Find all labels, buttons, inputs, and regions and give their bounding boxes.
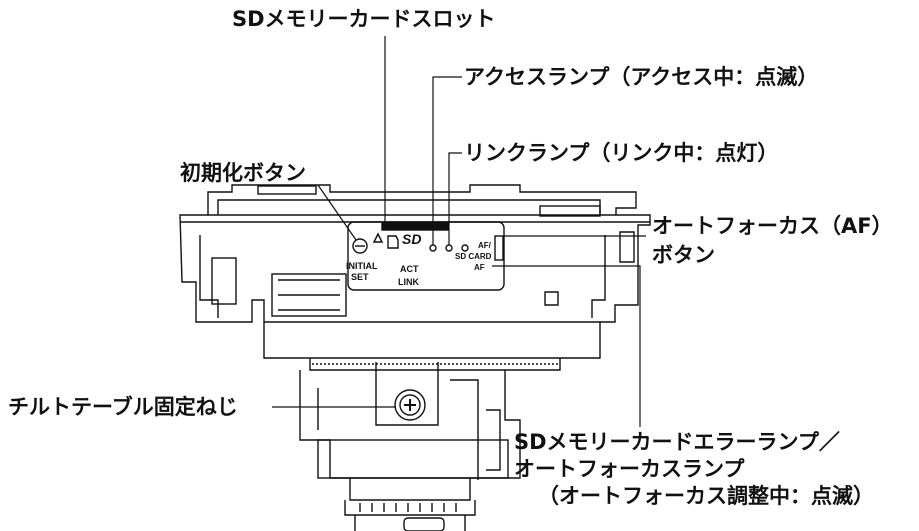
leader-initial-set — [317, 184, 357, 241]
label-sd-error-1: SDメモリーカードエラーランプ／ — [514, 430, 840, 454]
tilt-screw — [394, 389, 426, 421]
leader-sd-error — [492, 265, 641, 427]
af-button — [494, 235, 504, 261]
act-text: ACT — [400, 264, 419, 274]
label-sd-slot: SDメモリーカードスロット — [232, 7, 496, 31]
initial-text: INITIAL — [346, 261, 378, 271]
sd-logo: SD — [402, 231, 421, 247]
sd-card-slot — [381, 222, 449, 231]
sd-error-lamp — [461, 244, 469, 252]
label-sd-error-3: （オートフォーカス調整中：点滅） — [538, 484, 874, 508]
label-sd-error-2: オートフォーカスランプ — [514, 457, 745, 481]
label-initial-set: 初期化ボタン — [180, 161, 306, 185]
af-slash-text: AF/ — [478, 241, 492, 250]
initial-set-button — [352, 238, 368, 254]
mounting-plate — [207, 184, 637, 217]
af-text: AF — [474, 263, 485, 272]
sd-card-text: SD CARD — [455, 252, 492, 261]
lower-body — [263, 322, 601, 531]
leader-link-lamp — [448, 152, 462, 245]
label-link-lamp: リンクランプ（リンク中：点灯） — [464, 141, 779, 165]
label-access-lamp: アクセスランプ（アクセス中：点滅） — [464, 65, 819, 89]
label-af-button-1: オートフォーカス（AF） — [652, 214, 893, 238]
link-text: LINK — [398, 277, 419, 287]
leader-access-lamp — [432, 76, 462, 245]
label-af-button-2: ボタン — [652, 243, 715, 267]
label-tilt-screw: チルトテーブル固定ねじ — [8, 395, 238, 419]
link-lamp — [445, 244, 453, 252]
access-lamp — [429, 244, 437, 252]
set-text: SET — [351, 272, 369, 282]
